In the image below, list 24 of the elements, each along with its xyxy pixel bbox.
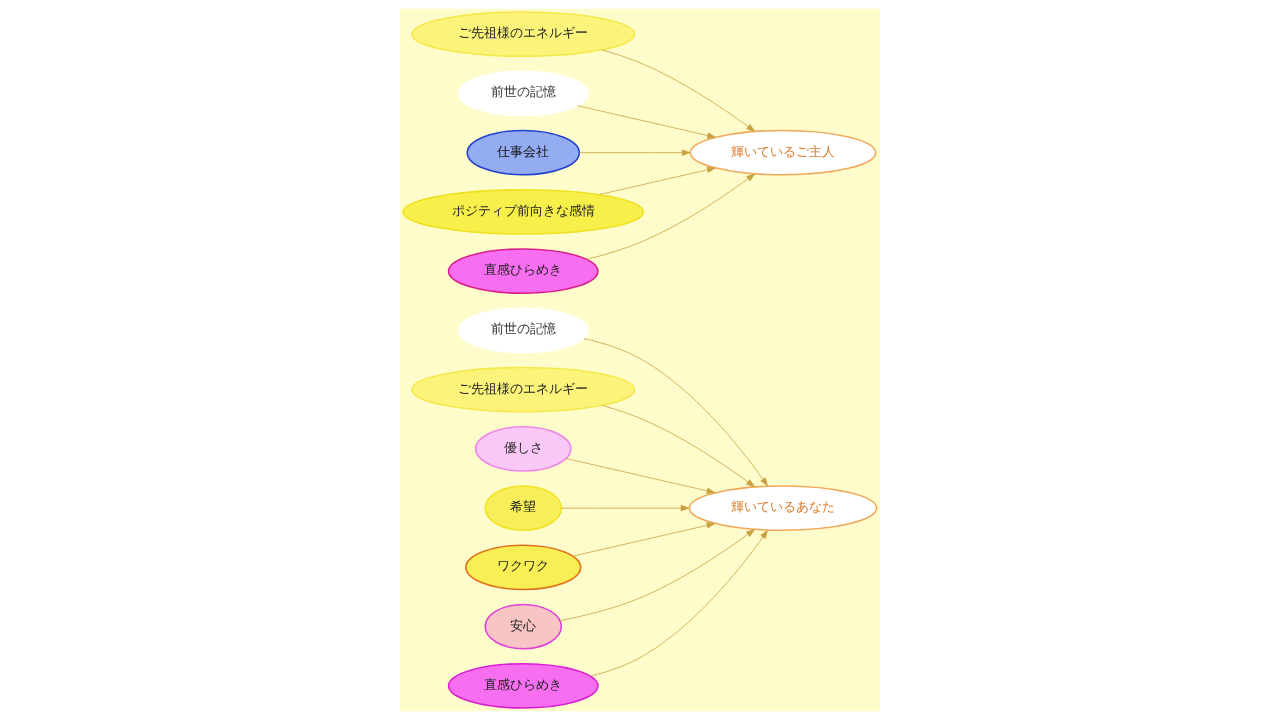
- node-ellipse: ご先祖様のエネルギー: [411, 366, 636, 413]
- node-ellipse: 直感ひらめき: [447, 248, 599, 295]
- node-ellipse: 希望: [484, 485, 563, 532]
- node-ellipse: ポジティブ前向きな感情: [402, 188, 645, 235]
- node-ellipse: ご先祖様のエネルギー: [411, 11, 636, 58]
- arrow: [601, 49, 756, 132]
- arrow: [583, 338, 768, 487]
- node-ellipse: 仕事会社: [466, 129, 581, 176]
- arrow: [560, 504, 690, 512]
- arrow: [599, 166, 716, 195]
- node-ellipse: 前世の記憶: [457, 307, 589, 354]
- arrow: [565, 458, 716, 494]
- arrow: [559, 529, 755, 622]
- arrow: [577, 105, 716, 139]
- node-ellipse: 前世の記憶: [457, 70, 589, 117]
- node-ellipse: 安心: [484, 603, 563, 650]
- arrow: [590, 530, 768, 677]
- arrow: [579, 149, 691, 156]
- arrow: [601, 405, 755, 487]
- arrow: [586, 173, 756, 260]
- node-ellipse: 優しさ: [474, 425, 572, 472]
- arrow: [572, 522, 716, 557]
- node-ellipse: 直感ひらめき: [447, 662, 599, 709]
- node-ellipse: ワクワク: [465, 544, 582, 591]
